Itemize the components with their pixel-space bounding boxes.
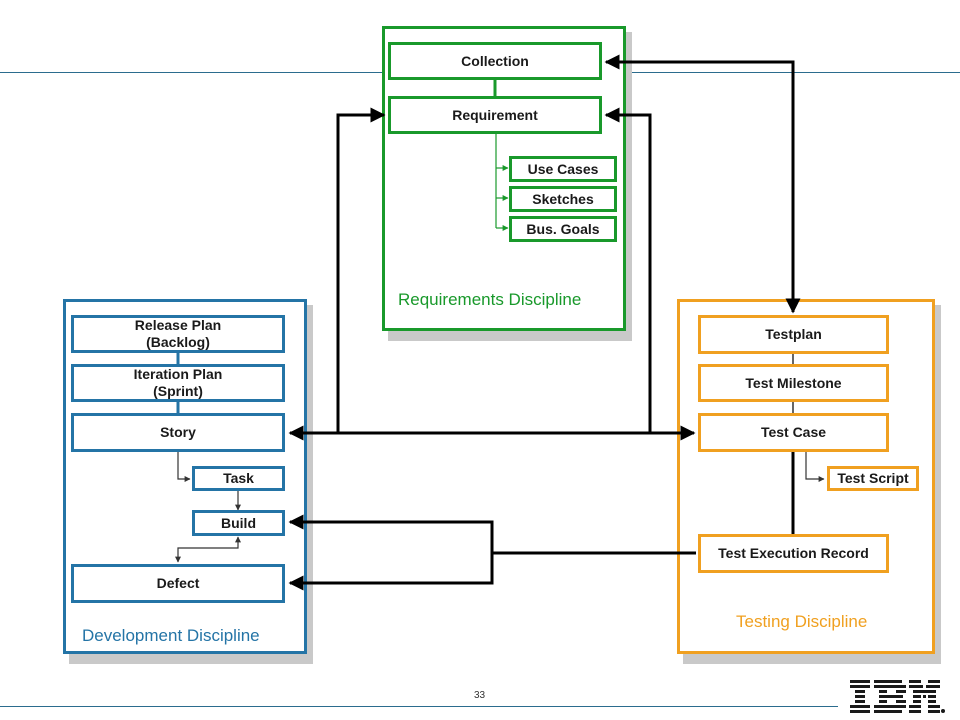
requirement-testcase-connector [604, 107, 652, 433]
defect-box[interactable]: Defect [71, 564, 285, 603]
collection-testplan-connector [604, 54, 801, 314]
testplan-box[interactable]: Testplan [698, 315, 889, 354]
page-number: 33 [474, 690, 486, 701]
build-defect-line [175, 536, 241, 563]
test-milestone-box[interactable]: Test Milestone [698, 364, 889, 402]
task-box[interactable]: Task [192, 466, 285, 491]
development-discipline-title: Development Discipline [82, 626, 260, 645]
execution-defect-connector [288, 553, 494, 591]
top-rule [0, 72, 382, 73]
bus-goals-box[interactable]: Bus. Goals [509, 216, 617, 242]
release-plan-box[interactable]: Release Plan (Backlog) [71, 315, 285, 353]
test-case-box[interactable]: Test Case [698, 413, 889, 452]
ibm-logo [850, 680, 945, 713]
test-execution-record-box[interactable]: Test Execution Record [698, 534, 889, 573]
bottom-rule [0, 706, 838, 707]
story-box[interactable]: Story [71, 413, 285, 452]
story-task-line [177, 452, 191, 482]
iteration-plan-box[interactable]: Iteration Plan (Sprint) [71, 364, 285, 402]
testcase-script-line [805, 452, 825, 482]
requirements-discipline-title: Requirements Discipline [398, 290, 582, 309]
testing-discipline-title: Testing Discipline [736, 612, 868, 631]
sketches-box[interactable]: Sketches [509, 186, 617, 212]
use-cases-box[interactable]: Use Cases [509, 156, 617, 182]
execution-build-connector [288, 514, 696, 555]
requirement-box[interactable]: Requirement [388, 96, 602, 134]
requirement-story-connector [336, 107, 386, 433]
collection-box[interactable]: Collection [388, 42, 602, 80]
build-box[interactable]: Build [192, 510, 285, 536]
test-script-box[interactable]: Test Script [827, 466, 919, 491]
